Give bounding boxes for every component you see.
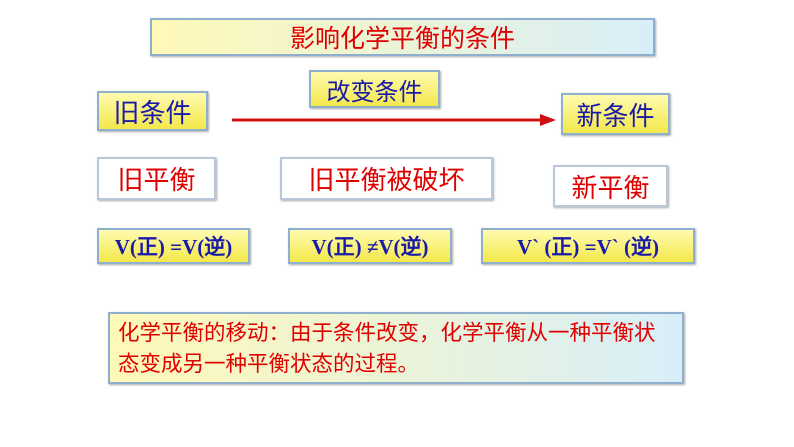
rate-old-box: V(正) =V(逆) <box>97 228 250 264</box>
new-condition-box: 新条件 <box>561 93 670 135</box>
definition-box: 化学平衡的移动：由于条件改变，化学平衡从一种平衡状态变成另一种平衡状态的过程。 <box>108 312 684 384</box>
old-condition-box: 旧条件 <box>97 91 208 131</box>
new-equilibrium-box: 新平衡 <box>553 165 668 207</box>
broken-equilibrium-box: 旧平衡被破坏 <box>280 157 493 200</box>
rate-new-box: V` (正) =V` (逆) <box>481 228 695 264</box>
old-equilibrium-box: 旧平衡 <box>97 157 216 200</box>
rate-broken-box: V(正) ≠V(逆) <box>288 228 452 264</box>
change-condition-box: 改变条件 <box>309 70 440 108</box>
title-box: 影响化学平衡的条件 <box>150 18 655 56</box>
arrow-icon <box>232 114 556 126</box>
